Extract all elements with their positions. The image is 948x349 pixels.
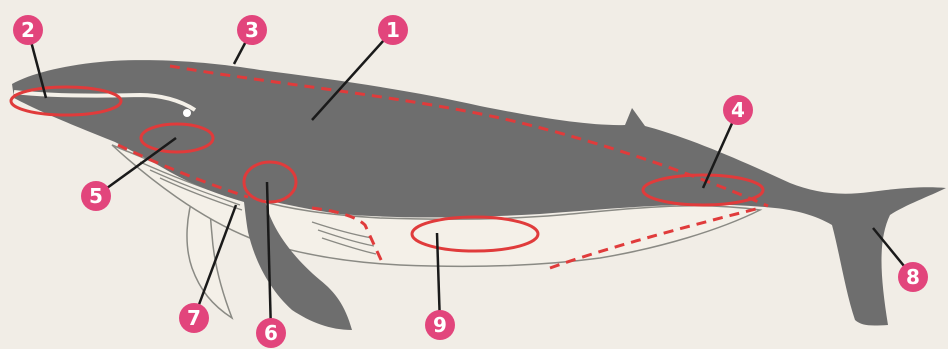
svg-text:7: 7 bbox=[187, 306, 201, 330]
svg-text:1: 1 bbox=[386, 18, 400, 42]
svg-text:3: 3 bbox=[245, 18, 259, 42]
marker-2: 2 bbox=[13, 15, 43, 45]
marker-6: 6 bbox=[256, 318, 286, 348]
svg-text:9: 9 bbox=[433, 313, 447, 337]
svg-text:6: 6 bbox=[264, 321, 278, 345]
marker-9: 9 bbox=[425, 310, 455, 340]
svg-text:4: 4 bbox=[731, 98, 745, 122]
marker-4: 4 bbox=[723, 95, 753, 125]
marker-8: 8 bbox=[898, 262, 928, 292]
marker-3: 3 bbox=[237, 15, 267, 45]
eye-icon bbox=[183, 109, 191, 117]
svg-text:5: 5 bbox=[89, 184, 103, 208]
svg-text:8: 8 bbox=[906, 265, 920, 289]
marker-5: 5 bbox=[81, 181, 111, 211]
svg-text:2: 2 bbox=[21, 18, 35, 42]
marker-7: 7 bbox=[179, 303, 209, 333]
marker-1: 1 bbox=[378, 15, 408, 45]
